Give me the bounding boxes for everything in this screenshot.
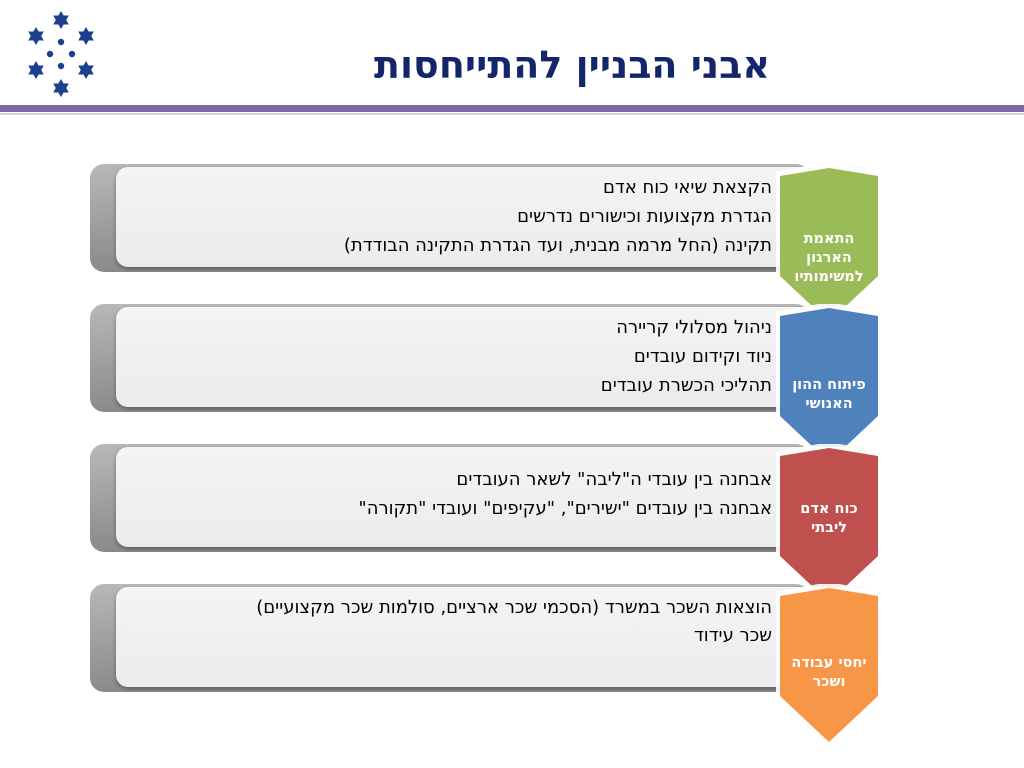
- chevron-blue: [776, 304, 882, 464]
- bullet-text: שכר עידוד: [693, 625, 772, 646]
- row-content-box: •ניהול מסלולי קריירה •ניוד וקידום עובדים…: [116, 307, 868, 407]
- list-item: •הקצאת שיאי כוח אדם: [124, 173, 792, 202]
- chevron-label: התאמת הארגון למשימותיו: [776, 230, 882, 287]
- label-line: פיתוח ההון: [792, 377, 866, 393]
- list-item: •שכר עידוד: [124, 624, 792, 648]
- list-item: •תקינה (החל מרמה מבנית, ועד הגדרת התקינה…: [124, 231, 792, 260]
- label-line: התאמת: [803, 231, 855, 247]
- row-content-box: •הוצאות השכר במשרד (הסכמי שכר ארציים, סו…: [116, 587, 868, 687]
- chevron-green: [776, 164, 882, 324]
- bullet-list: •ניהול מסלולי קריירה •ניוד וקידום עובדים…: [124, 313, 792, 400]
- row-content-box: •אבחנה בין עובדי ה"ליבה" לשאר העובדים •א…: [116, 447, 868, 547]
- bullet-text: הגדרת מקצועות וכישורים נדרשים: [517, 206, 772, 227]
- list-item: •אבחנה בין עובדי ה"ליבה" לשאר העובדים: [124, 465, 792, 494]
- label-line: יחסי עבודה: [791, 655, 867, 671]
- list-item: •הגדרת מקצועות וכישורים נדרשים: [124, 202, 792, 231]
- bullet-list: •הוצאות השכר במשרד (הסכמי שכר ארציים, סו…: [124, 596, 792, 652]
- title-divider-shadow: [0, 113, 1024, 115]
- chevron-orange: [776, 584, 882, 744]
- logo: [28, 11, 94, 97]
- bullet-list: •אבחנה בין עובדי ה"ליבה" לשאר העובדים •א…: [124, 465, 792, 523]
- bullet-text: הקצאת שיאי כוח אדם: [602, 177, 772, 198]
- title-divider: [0, 105, 1024, 112]
- label-line: ליבתי: [810, 520, 848, 536]
- building-block-row: •ניהול מסלולי קריירה •ניוד וקידום עובדים…: [90, 304, 890, 464]
- label-line: ושכר: [812, 674, 846, 690]
- page-title: אבני הבניין להתייחסות: [374, 43, 770, 87]
- list-item: •ניהול מסלולי קריירה: [124, 313, 792, 342]
- chevron-label: יחסי עבודה ושכר: [776, 654, 882, 692]
- list-item: •אבחנה בין עובדים "ישירים", "עקיפים" ועו…: [124, 494, 792, 523]
- bullet-text: תהליכי הכשרת עובדים: [600, 375, 772, 396]
- bullet-text: תקינה (החל מרמה מבנית, ועד הגדרת התקינה …: [343, 235, 772, 256]
- label-line: למשימותיו: [794, 269, 864, 285]
- building-block-row: •אבחנה בין עובדי ה"ליבה" לשאר העובדים •א…: [90, 444, 890, 604]
- bullet-text: הוצאות השכר במשרד (הסכמי שכר ארציים, סול…: [256, 597, 772, 618]
- building-block-row: •הוצאות השכר במשרד (הסכמי שכר ארציים, סו…: [90, 584, 890, 744]
- bullet-text: ניוד וקידום עובדים: [633, 346, 772, 367]
- chevron-label: כוח אדם ליבתי: [776, 500, 882, 538]
- bullet-text: אבחנה בין עובדי ה"ליבה" לשאר העובדים: [456, 469, 772, 490]
- label-line: כוח אדם: [800, 501, 858, 517]
- label-line: הארגון: [806, 250, 852, 266]
- row-content-box: •הקצאת שיאי כוח אדם •הגדרת מקצועות וכישו…: [116, 167, 868, 267]
- list-item: •הוצאות השכר במשרד (הסכמי שכר ארציים, סו…: [124, 596, 792, 620]
- list-item: •תהליכי הכשרת עובדים: [124, 371, 792, 400]
- chevron-red: [776, 444, 882, 604]
- bullet-text: ניהול מסלולי קריירה: [616, 317, 772, 338]
- bullet-list: •הקצאת שיאי כוח אדם •הגדרת מקצועות וכישו…: [124, 173, 792, 260]
- chevron-label: פיתוח ההון האנושי: [776, 376, 882, 414]
- list-item: •ניוד וקידום עובדים: [124, 342, 792, 371]
- label-line: האנושי: [805, 396, 853, 412]
- bullet-text: אבחנה בין עובדים "ישירים", "עקיפים" ועוב…: [358, 498, 772, 519]
- building-block-row: •הקצאת שיאי כוח אדם •הגדרת מקצועות וכישו…: [90, 164, 890, 324]
